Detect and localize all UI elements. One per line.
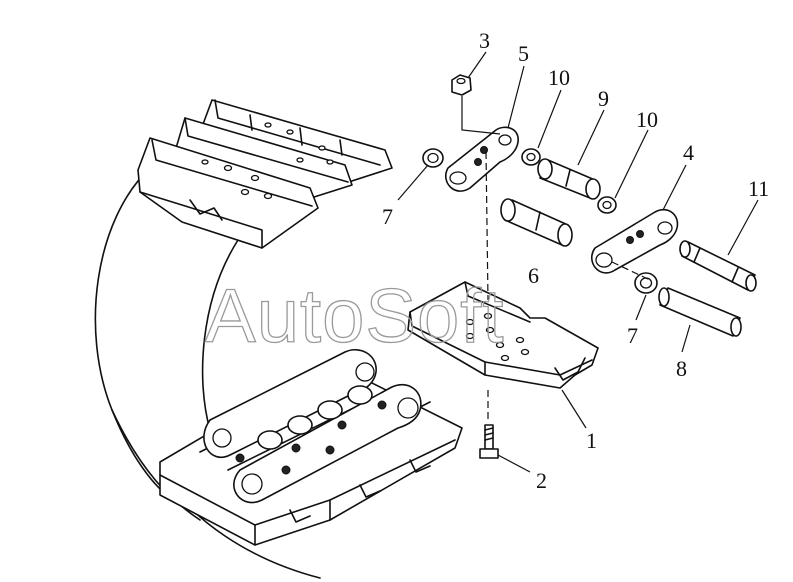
upper-shoe-bolt-holes (201, 122, 334, 200)
callout-11: 11 (748, 176, 769, 201)
part-nut (451, 74, 472, 96)
callout-7-lower: 7 (627, 323, 638, 348)
callout-3: 3 (479, 28, 490, 53)
callout-10-right: 10 (636, 107, 658, 132)
upper-track-shoes (137, 99, 393, 249)
part-bushing-lower (500, 198, 573, 247)
callout-4: 4 (683, 140, 694, 165)
callout-1: 1 (586, 428, 597, 453)
callout-10-left: 10 (548, 65, 570, 90)
part-spacer-right (597, 196, 617, 214)
callout-9: 9 (598, 86, 609, 111)
callout-7-upper: 7 (382, 204, 393, 229)
callout-2: 2 (536, 468, 547, 493)
part-seal-upper (422, 148, 444, 168)
part-master-link-lower (591, 208, 679, 274)
watermark-text: AutoSoft (205, 274, 505, 359)
alignment-lines (461, 96, 651, 422)
track-shoe-bolt-holes (465, 312, 530, 362)
callout-8: 8 (676, 356, 687, 381)
part-pin (658, 287, 742, 337)
part-spacer-left (521, 148, 541, 166)
part-track-shoe (407, 281, 599, 389)
part-seal-lower (634, 272, 658, 294)
callout-5: 5 (518, 41, 529, 66)
part-shoe-bolt (479, 424, 499, 459)
lower-track-section (159, 348, 463, 546)
part-master-link-upper (445, 126, 519, 192)
part-master-pin (679, 240, 757, 292)
callout-6: 6 (528, 263, 539, 288)
callout-numbers: 1 2 3 4 5 6 7 7 8 9 10 10 11 (382, 28, 769, 493)
part-bushing-upper (537, 158, 601, 200)
callout-leaders (397, 51, 759, 473)
